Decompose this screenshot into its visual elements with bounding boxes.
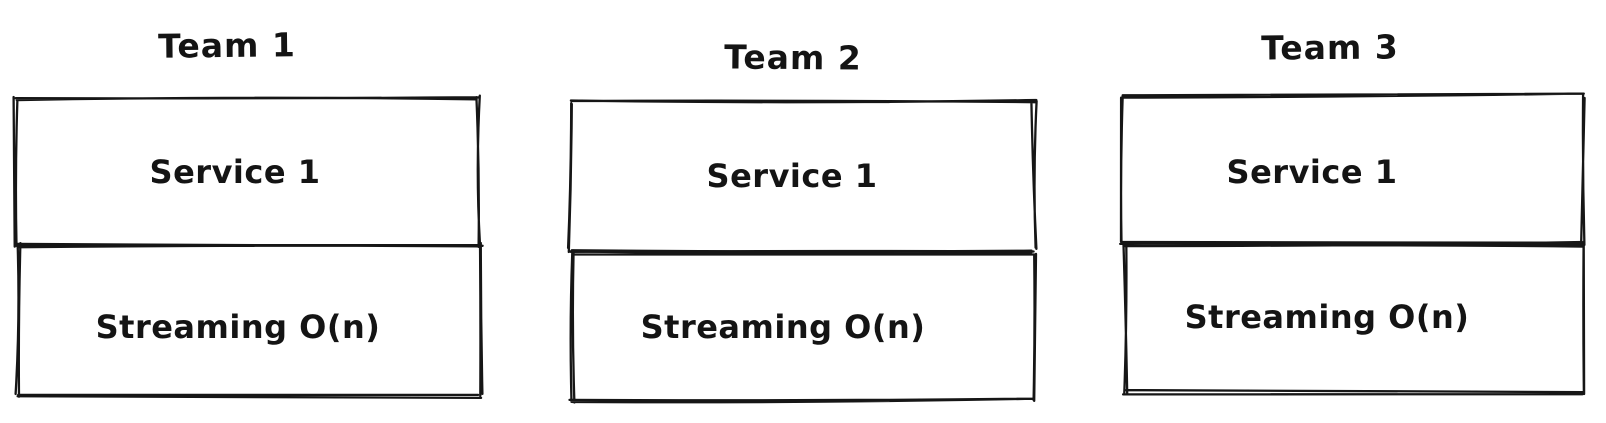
team-2-streaming-box: Streaming O(n) bbox=[568, 249, 1038, 404]
team-2-title: Team 2 bbox=[724, 37, 862, 78]
sketch-rect-path bbox=[14, 241, 484, 400]
team-1-service-label: Service 1 bbox=[149, 153, 321, 191]
team-3-streaming-label: Streaming O(n) bbox=[1184, 298, 1470, 336]
team-1-streaming-box-outline bbox=[14, 241, 484, 400]
sketch-rect-path bbox=[1121, 240, 1586, 396]
sketch-rect-path bbox=[566, 98, 1038, 254]
team-1-streaming-box: Streaming O(n) bbox=[14, 241, 484, 400]
team-1-title: Team 1 bbox=[157, 25, 297, 66]
team-3-streaming-box: Streaming O(n) bbox=[1121, 240, 1586, 396]
team-2-streaming-box-outline bbox=[568, 249, 1038, 404]
team-1-streaming-label: Streaming O(n) bbox=[95, 308, 381, 346]
team-3-service-label: Service 1 bbox=[1226, 153, 1398, 191]
sketch-rect-path bbox=[568, 249, 1038, 404]
sketch-rect-path bbox=[1119, 92, 1586, 246]
team-3-title: Team 3 bbox=[1261, 27, 1399, 68]
team-2-service-box-outline bbox=[566, 98, 1038, 254]
team-2-service-label: Service 1 bbox=[706, 157, 878, 195]
team-2-streaming-label: Streaming O(n) bbox=[640, 308, 926, 346]
team-3-service-box-outline bbox=[1119, 92, 1586, 246]
team-3-service-box: Service 1 bbox=[1119, 92, 1586, 246]
team-1-service-box: Service 1 bbox=[12, 94, 482, 248]
team-3-streaming-box-outline bbox=[1121, 240, 1586, 396]
team-2-service-box: Service 1 bbox=[566, 98, 1038, 254]
